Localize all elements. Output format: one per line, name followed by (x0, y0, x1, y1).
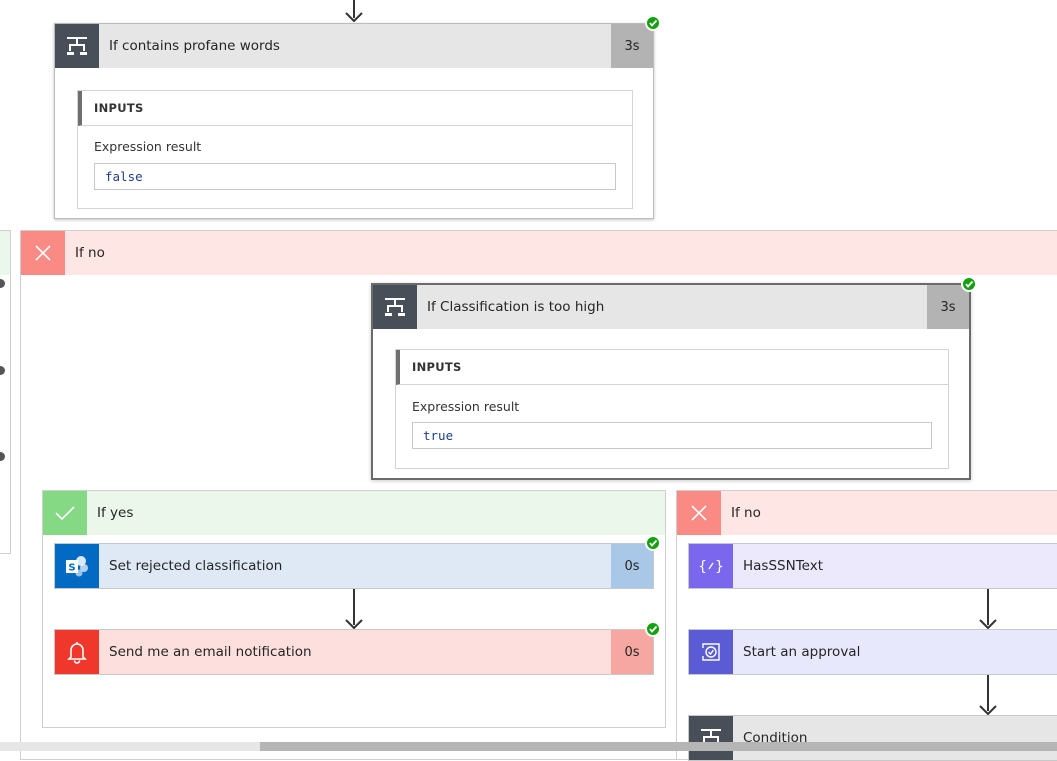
left-branch-edge (0, 230, 11, 554)
success-check-icon (645, 621, 661, 637)
if-yes-header[interactable]: If yes (43, 491, 665, 535)
inputs-header: INPUTS (78, 91, 632, 126)
condition-card-profane[interactable]: If contains profane words 3s INPUTS Expr… (54, 15, 661, 219)
condition-icon (689, 716, 733, 760)
svg-text:S: S (68, 563, 75, 574)
connector-dot (0, 279, 5, 288)
action-title: Set rejected classification (109, 558, 283, 574)
connector-dot (0, 452, 5, 461)
duration-badge: 0s (611, 544, 653, 588)
duration-badge: 3s (611, 24, 653, 68)
action-card-start-approval[interactable]: Start an approval (688, 629, 1057, 675)
action-card-set-rejected[interactable]: S Set rejected classification 0s (54, 535, 661, 589)
variable-icon: { } (689, 544, 733, 588)
if-yes-branch: If yes (42, 490, 666, 728)
inputs-header: INPUTS (396, 350, 948, 385)
expression-result-label: Expression result (94, 139, 202, 154)
connector-arrow (978, 675, 998, 715)
horizontal-scrollbar[interactable] (0, 742, 1057, 751)
success-check-icon (645, 15, 661, 31)
connector-arrow (344, 589, 364, 629)
expression-result-value: false (94, 163, 616, 190)
expression-result-label: Expression result (412, 399, 520, 414)
approval-icon (689, 630, 733, 674)
connector-arrow (978, 589, 998, 629)
action-title: Send me an email notification (109, 644, 312, 660)
action-title: Start an approval (743, 644, 861, 660)
inputs-panel: INPUTS Expression result true (395, 349, 949, 469)
close-icon (21, 231, 65, 275)
scrollbar-thumb[interactable] (260, 742, 1057, 751)
action-card-email-notification[interactable]: Send me an email notification 0s (54, 621, 661, 675)
success-check-icon (961, 276, 977, 292)
condition-title: If contains profane words (109, 38, 280, 54)
inputs-panel: INPUTS Expression result false (77, 90, 633, 209)
close-icon (677, 491, 721, 535)
sharepoint-icon: S (55, 544, 99, 588)
inner-if-no-header[interactable]: If no (677, 491, 1057, 535)
success-check-icon (645, 535, 661, 551)
expression-result-value: true (412, 422, 932, 449)
outer-if-no-header[interactable]: If no (21, 231, 1057, 275)
condition-card-classification[interactable]: If Classification is too high 3s INPUTS … (371, 276, 977, 480)
condition-header-classification[interactable]: If Classification is too high 3s (373, 276, 977, 329)
branch-label: If no (75, 245, 105, 261)
action-card-hasssntext[interactable]: { } HasSSNText (688, 543, 1057, 589)
condition-icon (373, 285, 417, 329)
action-title: HasSSNText (743, 558, 823, 574)
bell-icon (55, 630, 99, 674)
connector-arrow (344, 0, 364, 22)
condition-title: If Classification is too high (427, 299, 605, 315)
branch-label: If no (731, 505, 761, 521)
duration-badge: 0s (611, 630, 653, 674)
condition-card-partial[interactable]: Condition (688, 715, 1057, 761)
checkmark-icon (43, 491, 87, 535)
duration-badge: 3s (927, 285, 969, 329)
condition-header-profane[interactable]: If contains profane words 3s (55, 15, 661, 68)
connector-dot (0, 366, 5, 375)
branch-label: If yes (97, 505, 134, 521)
condition-icon (55, 24, 99, 68)
